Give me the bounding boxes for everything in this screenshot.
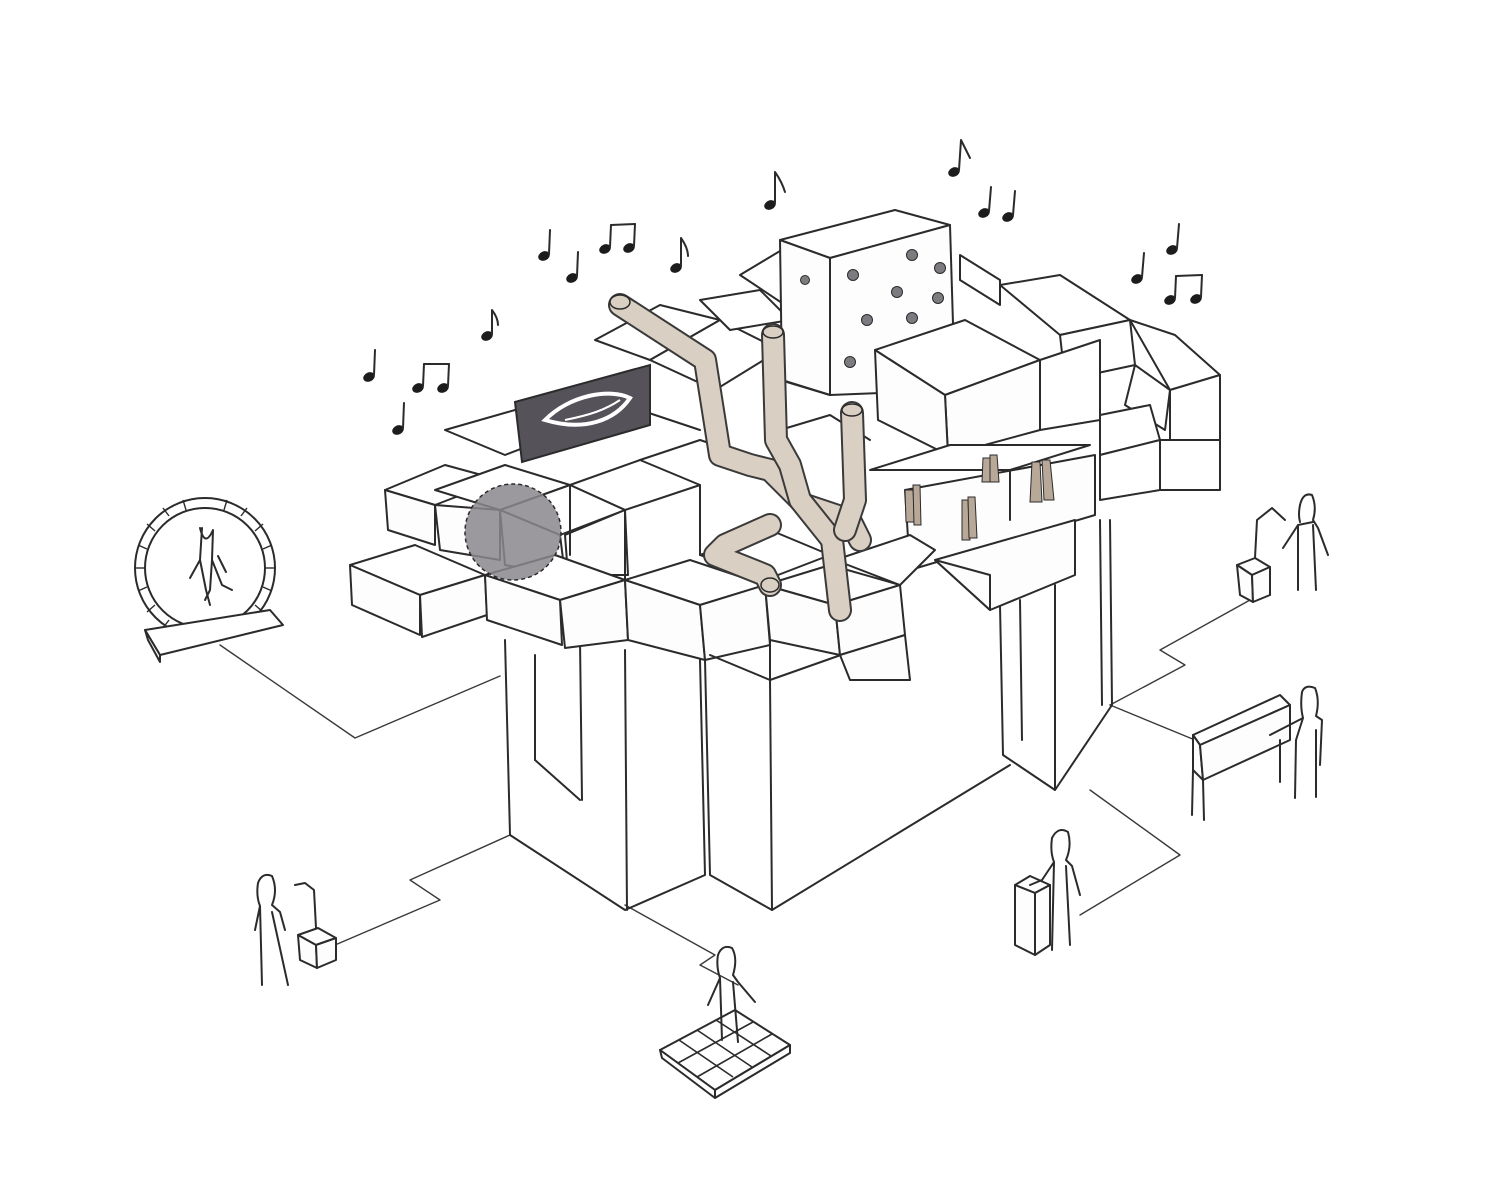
- music-note-icon: [538, 229, 551, 261]
- person-at-microphone-right: [1236, 493, 1329, 603]
- music-note-icon: [978, 186, 992, 218]
- dot-panel: [800, 249, 946, 368]
- person-at-lectern: [1014, 829, 1081, 956]
- tube-pipes: [608, 293, 872, 622]
- music-note-icon: [392, 402, 405, 435]
- music-note-icon: [481, 309, 499, 341]
- music-note-icon: [363, 349, 376, 382]
- person-at-microphone-left: [254, 873, 337, 986]
- music-note-icon: [670, 237, 689, 273]
- person-at-piano: [1191, 685, 1323, 821]
- person-on-floor-grid: [659, 945, 791, 1099]
- music-note-icon: [948, 139, 971, 177]
- music-note-icon: [1002, 190, 1016, 222]
- modular-cube-grid: [349, 209, 1221, 681]
- music-note-icon: [566, 251, 579, 283]
- floor-wires: [219, 599, 1251, 986]
- cone-objects: [904, 454, 1055, 541]
- support-frames: [504, 519, 1113, 911]
- music-note-icon: [1166, 223, 1180, 255]
- person-in-hamster-wheel: [134, 497, 284, 663]
- music-note-icon: [412, 363, 450, 393]
- music-note-icon: [1164, 274, 1203, 305]
- music-note-icon: [764, 171, 786, 210]
- screen-panel: [513, 363, 651, 464]
- music-note-icon: [1131, 252, 1145, 284]
- grey-sphere: [464, 483, 562, 581]
- music-note-icon: [599, 223, 636, 254]
- music-note-icons: [363, 139, 1203, 435]
